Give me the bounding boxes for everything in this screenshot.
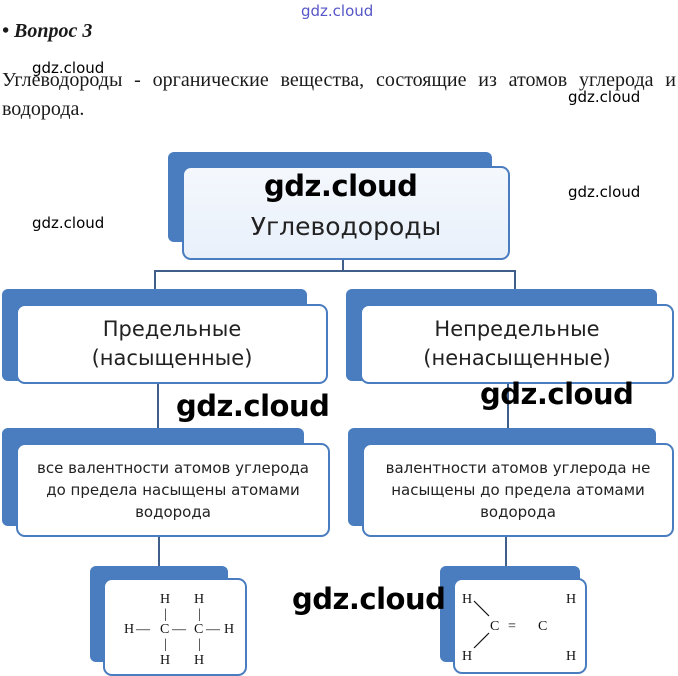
- connector-root-down: [342, 258, 344, 272]
- ethane-bond-v-2: |: [198, 607, 201, 622]
- saturated-subtitle: (насыщенные): [91, 346, 253, 370]
- unsaturated-desc-line2: насыщены до предела атомами: [391, 481, 645, 499]
- ethane-structural-formula: H H | | H — C — C — H | | H H: [124, 592, 234, 668]
- ethene-h-top-right: H: [566, 592, 576, 607]
- question-heading: • Вопрос 3: [2, 20, 92, 43]
- saturated-box: Предельные (насыщенные): [16, 304, 328, 384]
- ethane-h-top-1: H: [160, 592, 170, 607]
- ethane-bond-2: —: [171, 622, 187, 637]
- ethane-h-left: H: [124, 622, 134, 637]
- watermark-top: gdz.cloud: [301, 2, 374, 20]
- unsaturated-box: Непредельные (ненасыщенные): [360, 304, 674, 384]
- saturated-desc-line2: до предела насыщены атомами: [46, 481, 300, 499]
- connector-right-bottom: [505, 536, 507, 566]
- unsaturated-subtitle: (ненасыщенные): [423, 346, 611, 370]
- watermark-middle-right: gdz.cloud: [480, 377, 634, 411]
- question-bullet: •: [2, 20, 10, 42]
- ethane-bond-1: —: [135, 622, 151, 637]
- saturated-desc-box: все валентности атомов углерода до преде…: [16, 443, 330, 537]
- ethane-h-bottom-1: H: [160, 653, 170, 668]
- watermark-middle-left: gdz.cloud: [176, 389, 330, 423]
- connector-horizontal: [154, 270, 516, 272]
- unsaturated-title: Непредельные: [434, 317, 600, 341]
- connector-left-down: [154, 270, 156, 292]
- ethene-bond-top-left: [473, 600, 490, 617]
- connector-left-bottom: [158, 536, 160, 568]
- watermark-diagram-left: gdz.cloud: [32, 214, 105, 232]
- ethene-box: H C H = C H H: [453, 578, 587, 674]
- ethene-bond-bottom-left: [473, 632, 490, 649]
- ethane-box: H H | | H — C — C — H | | H H: [103, 578, 247, 676]
- watermark-text-left: gdz.cloud: [32, 59, 105, 77]
- ethene-h-top-left: H: [462, 592, 472, 607]
- connector-right-down: [514, 270, 516, 292]
- ethane-c-1: C: [160, 622, 169, 637]
- root-label: Углеводороды: [250, 211, 442, 241]
- ethene-h-bottom-right: H: [566, 649, 576, 664]
- watermark-text-right: gdz.cloud: [568, 88, 641, 106]
- watermark-diagram-right: gdz.cloud: [568, 183, 641, 201]
- ethene-c-1: C: [490, 619, 499, 634]
- watermark-title-box: gdz.cloud: [264, 169, 418, 203]
- unsaturated-desc-line1: валентности атомов углерода не: [385, 459, 651, 477]
- connector-right-mid: [507, 382, 509, 430]
- ethane-c-2: C: [194, 622, 203, 637]
- ethane-h-right: H: [224, 622, 234, 637]
- ethane-h-bottom-2: H: [194, 653, 204, 668]
- ethene-h-bottom-left: H: [462, 649, 472, 664]
- connector-left-mid: [157, 382, 159, 430]
- ethene-structural-formula: H C H = C H H: [462, 592, 576, 664]
- saturated-title: Предельные: [102, 317, 242, 341]
- ethene-c-2: C: [538, 619, 547, 634]
- unsaturated-desc-line3: водорода: [480, 503, 556, 521]
- saturated-desc-line3: водорода: [135, 503, 211, 521]
- unsaturated-desc-box: валентности атомов углерода не насыщены …: [362, 443, 674, 537]
- question-title: Вопрос 3: [14, 20, 93, 42]
- ethane-bond-v-3: |: [164, 637, 167, 652]
- definition-text: Углеводороды - органические вещества, со…: [2, 69, 676, 120]
- ethane-bond-v-4: |: [198, 637, 201, 652]
- ethane-bond-v-1: |: [164, 607, 167, 622]
- saturated-desc-line1: все валентности атомов углерода: [36, 459, 309, 477]
- root-box: Углеводороды: [182, 166, 510, 260]
- ethane-bond-3: —: [205, 622, 221, 637]
- ethene-double-bond: =: [508, 619, 516, 634]
- ethane-h-top-2: H: [194, 592, 204, 607]
- watermark-bottom: gdz.cloud: [292, 582, 446, 616]
